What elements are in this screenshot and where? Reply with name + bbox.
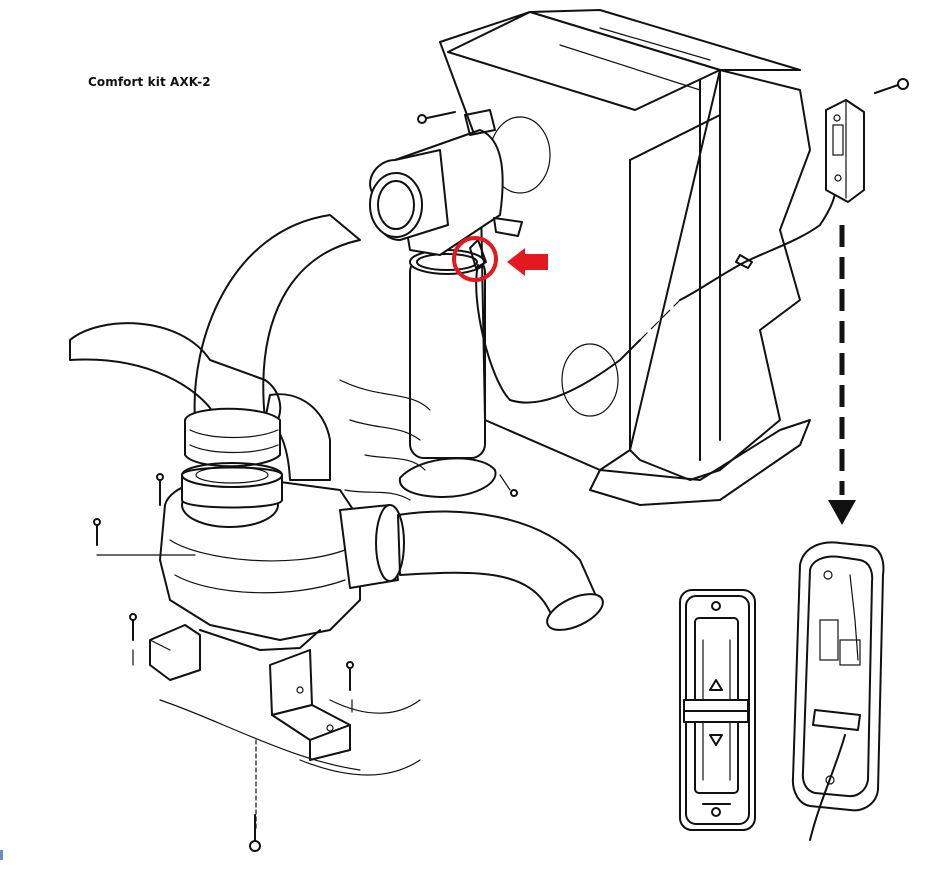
wall-control-panel-small (825, 78, 909, 203)
sensor-cable-dashed (639, 299, 681, 341)
left-arch-hose (69, 214, 361, 481)
right-outlet-hose (397, 510, 604, 631)
heater-unit (339, 9, 811, 506)
sensor-cable-upper (679, 179, 837, 301)
blower-unit (93, 462, 405, 681)
dashed-down-arrow (828, 225, 856, 525)
floor-outlet-grille (398, 457, 518, 499)
control-panel-back (791, 541, 885, 841)
highlight-circle (452, 236, 498, 282)
edge-marker (0, 850, 3, 860)
elbow-fitting (369, 109, 523, 269)
control-panel-front (679, 589, 756, 831)
mounting-bracket (159, 649, 421, 852)
diagram-title: Comfort kit AXK-2 (88, 75, 211, 89)
sensor-cable (475, 264, 641, 404)
red-arrow (507, 248, 548, 276)
